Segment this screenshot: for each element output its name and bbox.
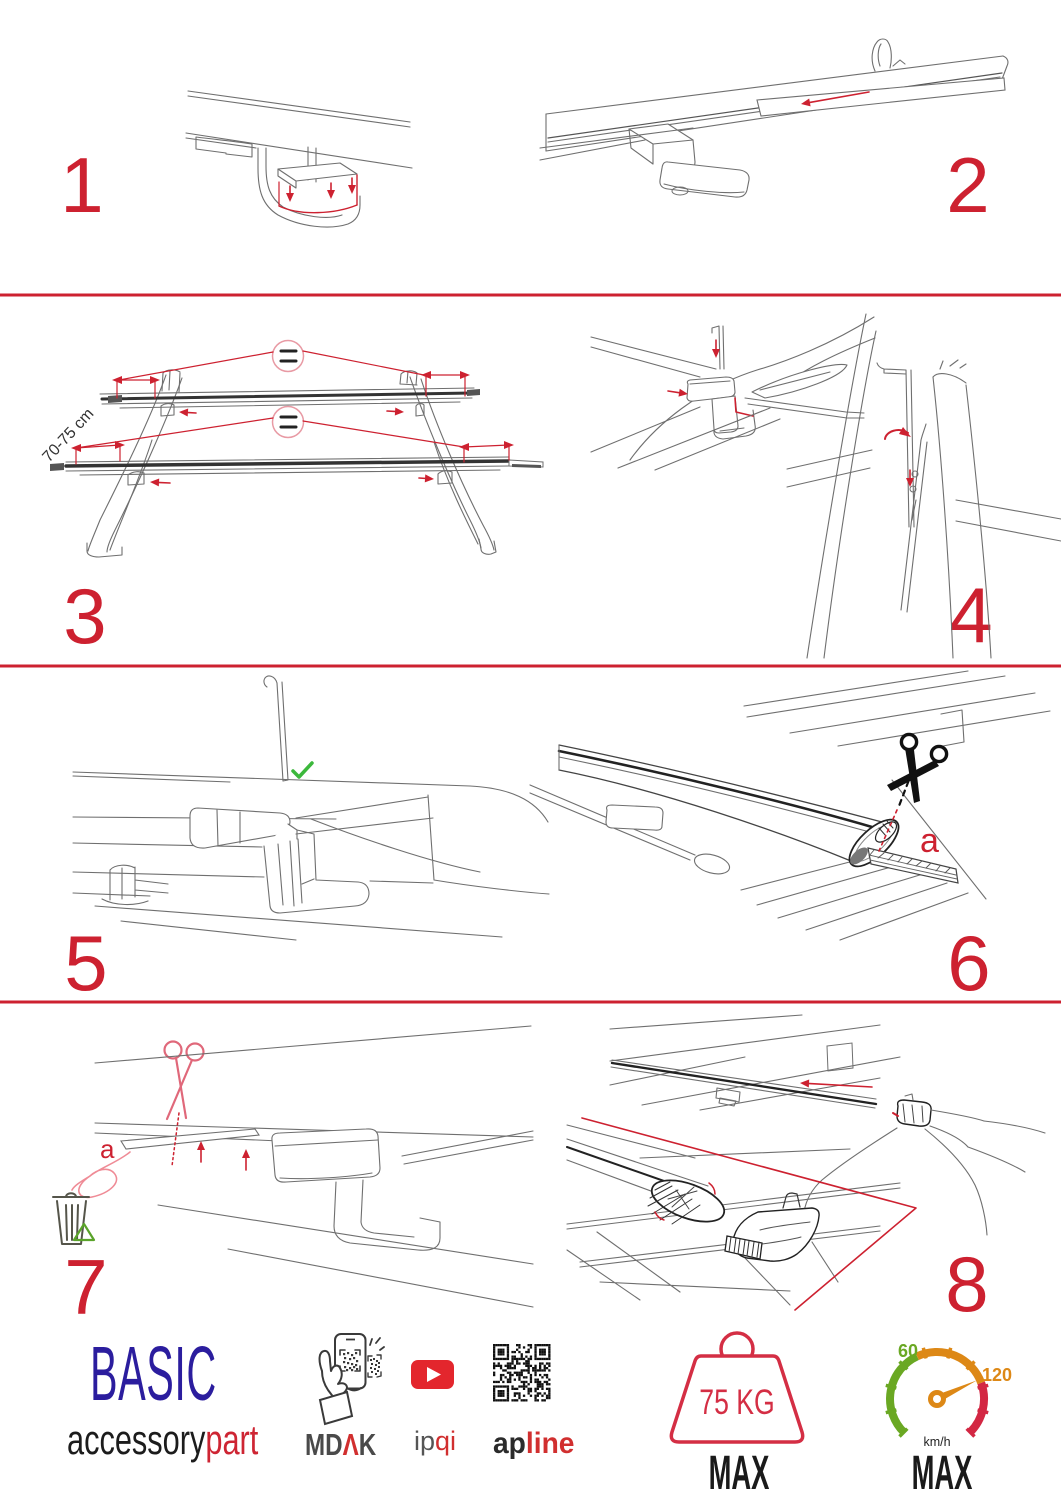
svg-text:BASIC: BASIC [90, 1331, 217, 1417]
svg-text:MAX: MAX [912, 1447, 973, 1500]
svg-text:75 KG: 75 KG [699, 1382, 774, 1421]
svg-text:apline: apline [493, 1427, 574, 1460]
svg-text:2: 2 [946, 141, 989, 229]
svg-text:3: 3 [63, 572, 106, 660]
svg-text:5: 5 [64, 919, 107, 1007]
svg-text:accessorypart: accessorypart [67, 1416, 258, 1463]
svg-text:MAX: MAX [709, 1447, 770, 1500]
svg-text:7: 7 [64, 1243, 107, 1331]
svg-text:ipqi: ipqi [414, 1426, 456, 1456]
svg-text:120: 120 [982, 1365, 1012, 1385]
svg-text:8: 8 [945, 1240, 988, 1328]
svg-text:a: a [920, 822, 939, 860]
svg-text:a: a [100, 1134, 115, 1164]
svg-text:6: 6 [947, 919, 990, 1007]
svg-text:MDΛK: MDΛK [305, 1427, 376, 1462]
svg-text:km/h: km/h [923, 1435, 950, 1449]
svg-text:60: 60 [898, 1341, 918, 1361]
svg-text:1: 1 [60, 141, 103, 229]
